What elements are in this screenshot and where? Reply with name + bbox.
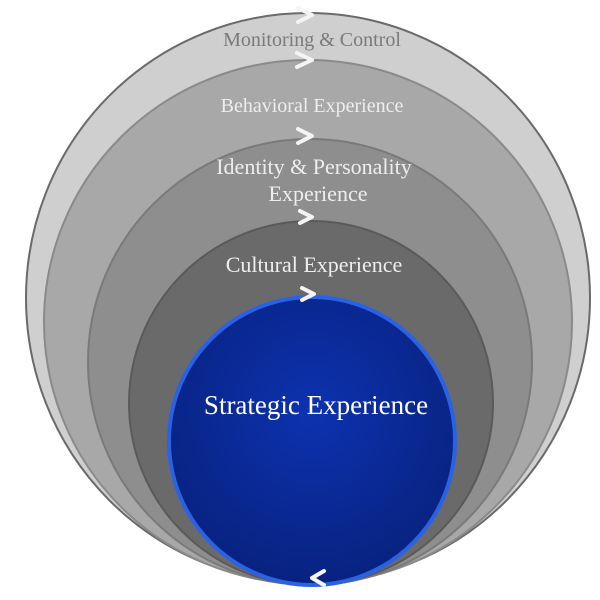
layer-label-identity-line2: Experience: [269, 181, 368, 206]
layer-strategic: [167, 295, 457, 587]
layer-label-cultural: Cultural Experience: [226, 252, 403, 277]
layer-label-identity: Identity & Personality: [216, 154, 412, 179]
arrow-icon: [296, 6, 314, 24]
layer-label-monitoring: Monitoring & Control: [223, 29, 401, 51]
layer-label-strategic: Strategic Experience: [204, 390, 428, 420]
arrow-icon: [296, 127, 314, 145]
arrow-icon: [295, 51, 314, 69]
arrow-left-icon: [310, 569, 326, 587]
layer-label-behavioral: Behavioral Experience: [221, 95, 404, 117]
arrow-icon: [300, 286, 316, 302]
arrow-icon: [298, 209, 314, 225]
